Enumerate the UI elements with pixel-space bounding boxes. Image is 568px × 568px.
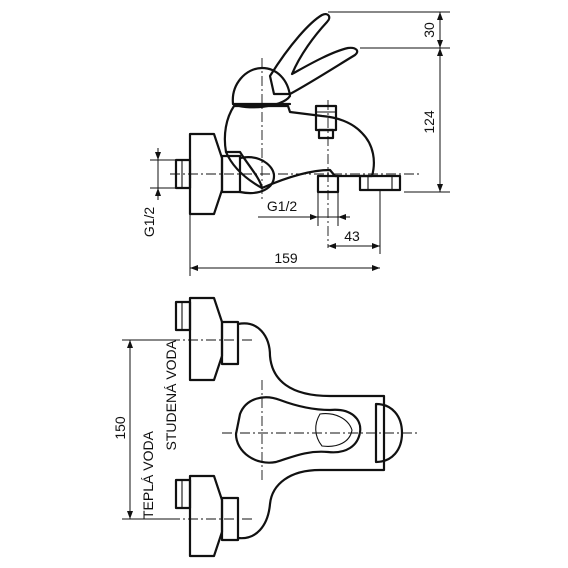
top-upper-escutcheon <box>188 296 224 382</box>
label-hot-water: TEPLÁ VODA <box>140 430 156 519</box>
top-lever-handle <box>234 396 362 464</box>
top-body <box>236 322 386 540</box>
side-lever-cap <box>231 66 292 109</box>
top-upper-connector <box>174 300 192 332</box>
top-lower-connector <box>174 478 192 510</box>
dim-overall-width: 159 <box>274 250 298 266</box>
top-upper-nut <box>220 320 240 366</box>
side-view <box>170 13 420 248</box>
dim-outlet-offset: 43 <box>344 228 360 244</box>
dim-lever-height: 30 <box>421 22 437 38</box>
side-lever-handle <box>268 13 359 96</box>
dim-spout-height: 124 <box>421 110 437 134</box>
dim-inlet-spacing: 150 <box>112 416 128 440</box>
side-body <box>223 104 375 190</box>
side-dimensions: 30 124 G1/2 G1/2 43 159 <box>141 11 450 276</box>
dim-thread-left: G1/2 <box>141 207 157 238</box>
top-lower-escutcheon <box>188 474 224 558</box>
dim-thread-outlet: G1/2 <box>267 198 298 214</box>
top-dimensions: 150 STUDENÁ VODA TEPLÁ VODA <box>112 339 179 520</box>
side-spout-outlet <box>358 174 402 192</box>
top-view <box>170 296 420 558</box>
label-cold-water: STUDENÁ VODA <box>163 339 179 450</box>
